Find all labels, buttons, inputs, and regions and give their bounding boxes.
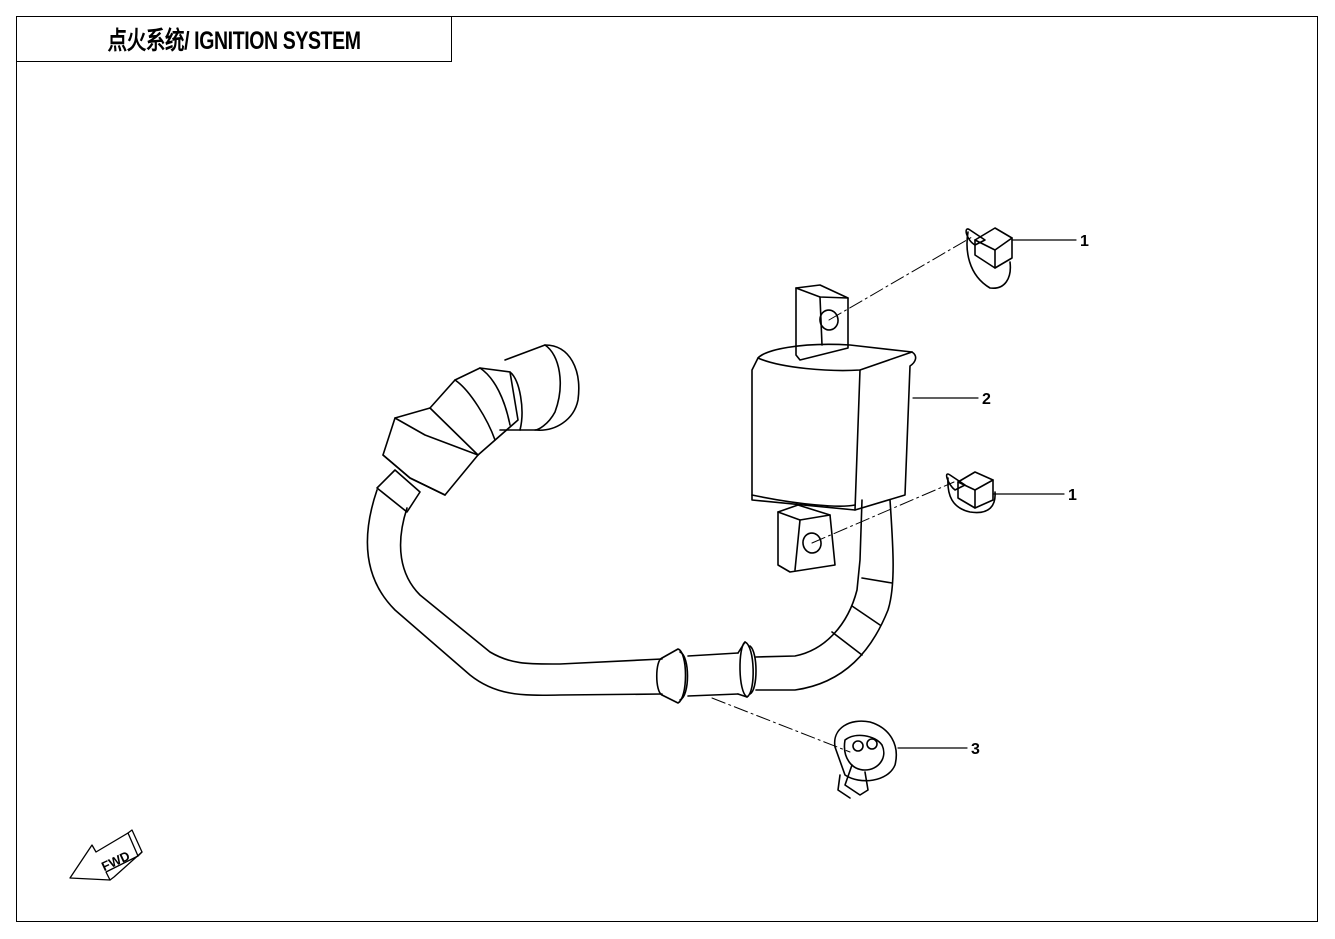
fwd-arrow-icon: FWD	[69, 829, 143, 881]
page-title: 点火系统/ IGNITION SYSTEM	[107, 27, 361, 55]
cable-sleeve-left	[655, 648, 689, 704]
title-box: 点火系统/ IGNITION SYSTEM	[16, 16, 452, 62]
callout-3: 3	[971, 741, 980, 758]
ignition-coil	[751, 284, 917, 573]
cable-sleeve-right	[737, 641, 757, 698]
bolt-lower	[945, 471, 996, 514]
leader-lines	[897, 239, 1077, 749]
drawing-frame	[16, 16, 1318, 922]
cable-clip	[834, 720, 897, 799]
bolt-upper	[965, 227, 1013, 289]
high-tension-lead	[366, 489, 894, 697]
callout-2: 2	[982, 391, 991, 408]
assembly-lines	[711, 236, 973, 753]
callout-1-upper: 1	[1080, 233, 1089, 250]
fwd-label: FWD	[99, 848, 132, 874]
callout-1-lower: 1	[1068, 487, 1077, 504]
spark-plug-cap	[376, 344, 580, 513]
